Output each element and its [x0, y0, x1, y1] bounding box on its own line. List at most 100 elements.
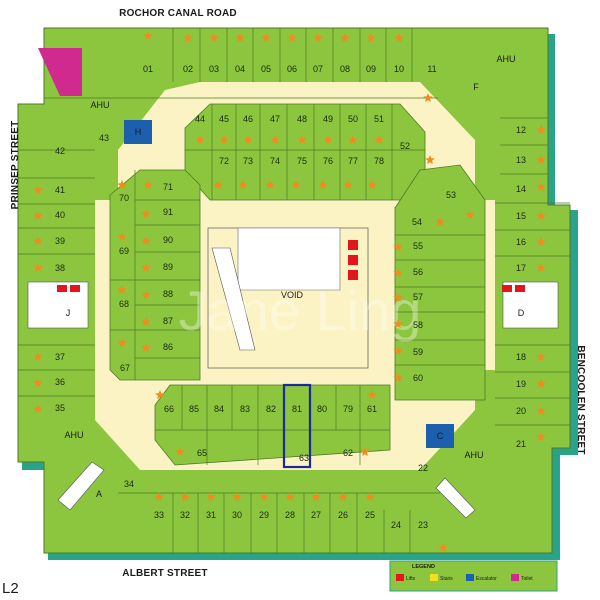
unit-label-09[interactable]: 09	[366, 64, 376, 74]
entrance-star-icon	[33, 211, 43, 220]
unit-label-58[interactable]: 58	[413, 320, 423, 330]
unit-label-29[interactable]: 29	[259, 510, 269, 520]
unit-label-83[interactable]: 83	[240, 404, 250, 414]
unit-label-16[interactable]: 16	[516, 237, 526, 247]
unit-label-86[interactable]: 86	[163, 342, 173, 352]
unit-label-68[interactable]: 68	[119, 299, 129, 309]
unit-label-37[interactable]: 37	[55, 352, 65, 362]
unit-label-77[interactable]: 77	[348, 156, 358, 166]
unit-label-50[interactable]: 50	[348, 114, 358, 124]
unit-label-44[interactable]: 44	[195, 114, 205, 124]
unit-label-28[interactable]: 28	[285, 510, 295, 520]
unit-label-45[interactable]: 45	[219, 114, 229, 124]
unit-label-43[interactable]: 43	[99, 133, 109, 143]
unit-label-40[interactable]: 40	[55, 210, 65, 220]
unit-label-06[interactable]: 06	[287, 64, 297, 74]
unit-label-47[interactable]: 47	[270, 114, 280, 124]
unit-label-27[interactable]: 27	[311, 510, 321, 520]
escalator-icons	[57, 247, 476, 519]
unit-label-67[interactable]: 67	[120, 363, 130, 373]
unit-label-72[interactable]: 72	[219, 156, 229, 166]
unit-label-85[interactable]: 85	[189, 404, 199, 414]
unit-label-20[interactable]: 20	[516, 406, 526, 416]
unit-label-35[interactable]: 35	[55, 403, 65, 413]
unit-label-41[interactable]: 41	[55, 185, 65, 195]
unit-label-74[interactable]: 74	[270, 156, 280, 166]
highlighted-unit-81[interactable]	[282, 383, 312, 469]
unit-label-84[interactable]: 84	[214, 404, 224, 414]
unit-label-02[interactable]: 02	[183, 64, 193, 74]
entrance-star-icon	[270, 135, 280, 144]
unit-label-25[interactable]: 25	[365, 510, 375, 520]
unit-labels: 01 02 03 04 05 06 07 08 09 10 11 12 13 14 15 16 17 18 19 20…	[55, 64, 526, 530]
entrance-star-icon	[141, 317, 151, 326]
unit-label-30[interactable]: 30	[232, 510, 242, 520]
inner-blocks	[109, 103, 486, 466]
unit-label-56[interactable]: 56	[413, 267, 423, 277]
unit-label-87[interactable]: 87	[163, 316, 173, 326]
unit-label-31[interactable]: 31	[206, 510, 216, 520]
unit-label-90[interactable]: 90	[163, 235, 173, 245]
unit-label-59[interactable]: 59	[413, 347, 423, 357]
entrance-star-icon	[536, 432, 546, 441]
unit-label-08[interactable]: 08	[340, 64, 350, 74]
unit-label-63[interactable]: 63	[299, 453, 309, 463]
unit-label-54[interactable]: 54	[412, 217, 422, 227]
unit-label-33[interactable]: 33	[154, 510, 164, 520]
unit-label-34[interactable]: 34	[124, 479, 134, 489]
unit-label-78[interactable]: 78	[374, 156, 384, 166]
core-label-D: D	[518, 308, 525, 318]
unit-label-18[interactable]: 18	[516, 352, 526, 362]
unit-label-14[interactable]: 14	[516, 184, 526, 194]
unit-label-04[interactable]: 04	[235, 64, 245, 74]
unit-label-66[interactable]: 66	[164, 404, 174, 414]
unit-label-65[interactable]: 65	[197, 448, 207, 458]
unit-label-76[interactable]: 76	[323, 156, 333, 166]
unit-label-73[interactable]: 73	[243, 156, 253, 166]
unit-label-91[interactable]: 91	[163, 207, 173, 217]
unit-label-23[interactable]: 23	[418, 520, 428, 530]
unit-label-57[interactable]: 57	[413, 292, 423, 302]
unit-label-13[interactable]: 13	[516, 155, 526, 165]
unit-label-81[interactable]: 81	[292, 404, 302, 414]
unit-label-51[interactable]: 51	[374, 114, 384, 124]
unit-label-49[interactable]: 49	[323, 114, 333, 124]
unit-label-53[interactable]: 53	[446, 190, 456, 200]
unit-label-62[interactable]: 62	[343, 448, 353, 458]
unit-label-21[interactable]: 21	[516, 439, 526, 449]
unit-label-03[interactable]: 03	[209, 64, 219, 74]
unit-label-70[interactable]: 70	[119, 193, 129, 203]
unit-label-32[interactable]: 32	[180, 510, 190, 520]
unit-label-75[interactable]: 75	[297, 156, 307, 166]
unit-label-42[interactable]: 42	[55, 146, 65, 156]
unit-label-39[interactable]: 39	[55, 236, 65, 246]
unit-label-17[interactable]: 17	[516, 263, 526, 273]
unit-label-38[interactable]: 38	[55, 263, 65, 273]
unit-label-22[interactable]: 22	[418, 463, 428, 473]
unit-label-60[interactable]: 60	[413, 373, 423, 383]
unit-label-48[interactable]: 48	[297, 114, 307, 124]
unit-label-19[interactable]: 19	[516, 379, 526, 389]
unit-label-52[interactable]: 52	[400, 141, 410, 151]
unit-label-82[interactable]: 82	[266, 404, 276, 414]
unit-label-12[interactable]: 12	[516, 125, 526, 135]
unit-label-79[interactable]: 79	[343, 404, 353, 414]
unit-label-69[interactable]: 69	[119, 246, 129, 256]
unit-label-05[interactable]: 05	[261, 64, 271, 74]
unit-label-55[interactable]: 55	[413, 241, 423, 251]
unit-label-10[interactable]: 10	[394, 64, 404, 74]
unit-label-07[interactable]: 07	[313, 64, 323, 74]
unit-label-80[interactable]: 80	[317, 404, 327, 414]
unit-label-61[interactable]: 61	[367, 404, 377, 414]
unit-label-46[interactable]: 46	[243, 114, 253, 124]
unit-label-89[interactable]: 89	[163, 262, 173, 272]
entrance-star-icon	[243, 135, 253, 144]
unit-label-26[interactable]: 26	[338, 510, 348, 520]
unit-label-01[interactable]: 01	[143, 64, 153, 74]
unit-label-11[interactable]: 11	[427, 64, 436, 74]
unit-label-71[interactable]: 71	[163, 182, 173, 192]
unit-label-88[interactable]: 88	[163, 289, 173, 299]
unit-label-24[interactable]: 24	[391, 520, 401, 530]
unit-label-36[interactable]: 36	[55, 377, 65, 387]
unit-label-15[interactable]: 15	[516, 211, 526, 221]
